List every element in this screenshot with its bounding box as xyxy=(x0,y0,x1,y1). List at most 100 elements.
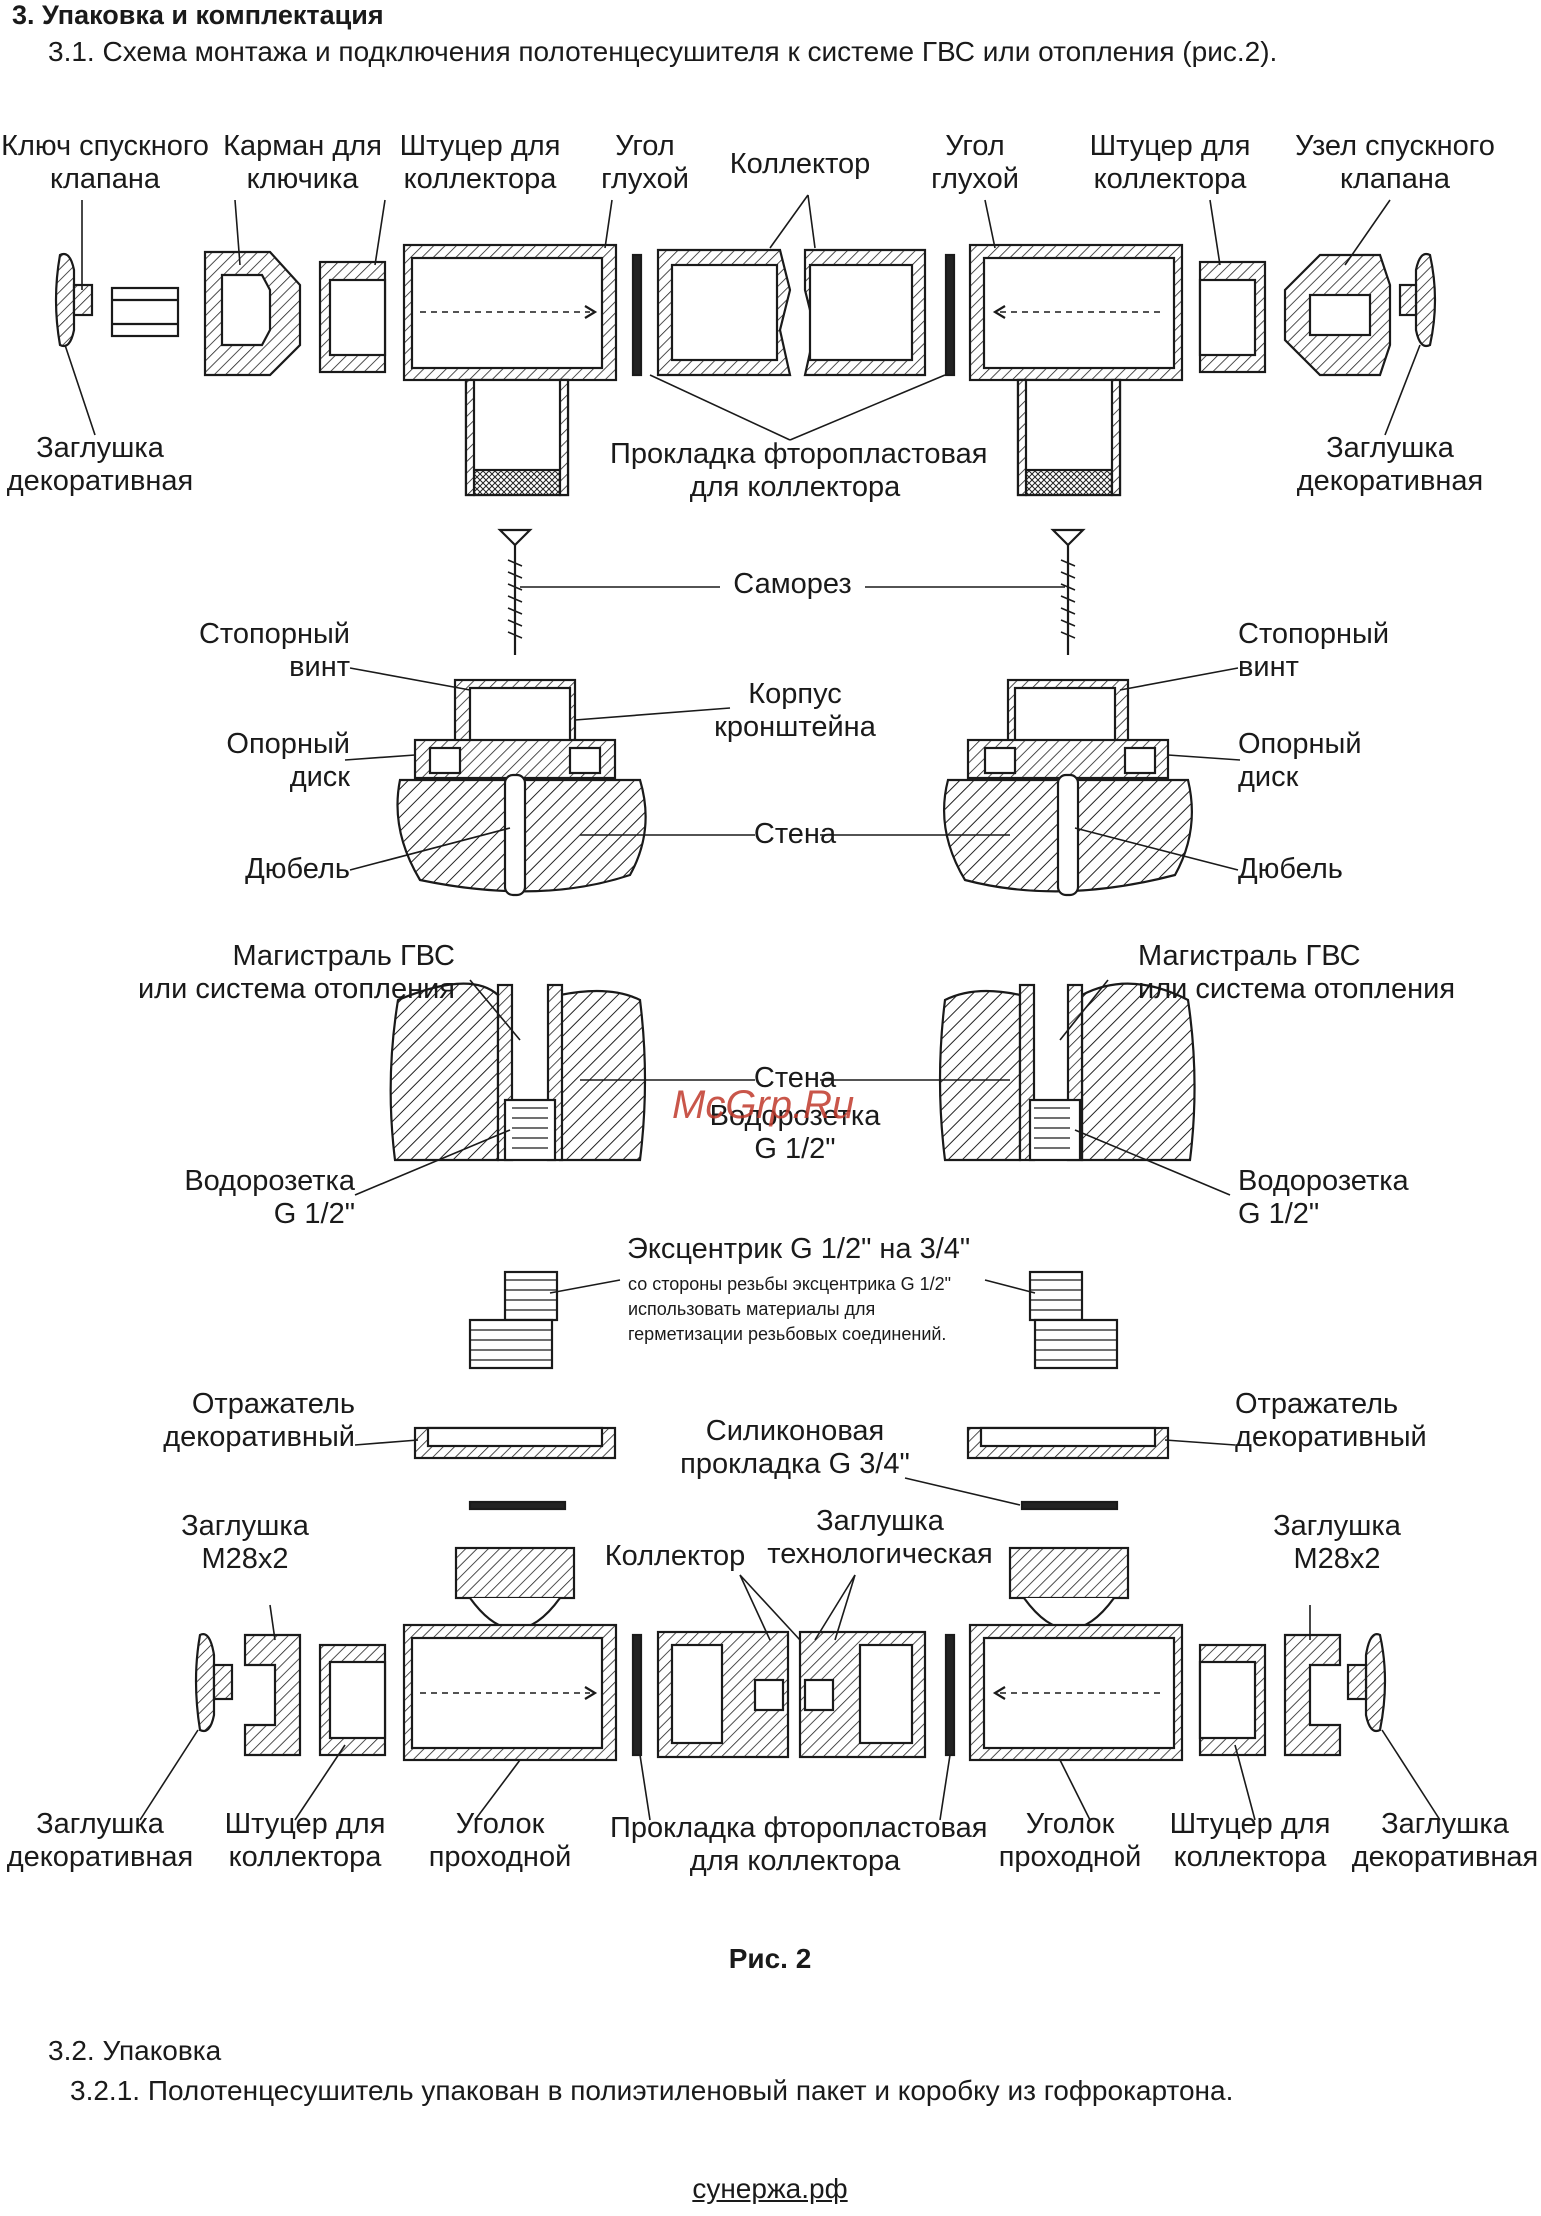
label-line: Прокладка фторопластовая xyxy=(610,438,988,470)
label-line: технологическая xyxy=(767,1538,993,1571)
bracket-left xyxy=(413,678,617,780)
bracket-right xyxy=(966,678,1170,780)
dowel-left xyxy=(503,773,527,897)
label-line: декоративная xyxy=(1296,465,1484,498)
bottom-pass-angle-right xyxy=(968,1546,1184,1762)
screw-right xyxy=(1050,528,1086,655)
label-line: Угол xyxy=(615,130,675,162)
top-decorative-plug-right xyxy=(1398,252,1437,348)
label-line: Уголок xyxy=(455,1808,545,1840)
label-line: Отражатель xyxy=(191,1388,355,1420)
label-line: Штуцер для xyxy=(1089,130,1251,162)
label-line: кронштейна xyxy=(714,711,876,744)
silicone-gasket-right xyxy=(1020,1500,1119,1511)
top-key-pocket xyxy=(203,250,302,377)
label-line: коллектора xyxy=(228,1841,382,1874)
label-line: винт xyxy=(1238,651,1299,684)
label-line: Заглушка xyxy=(1381,1808,1509,1840)
label-line: декоративная xyxy=(6,1841,194,1874)
label-dowel-right: Дюбель xyxy=(1238,853,1343,885)
label-line: клапана xyxy=(49,163,161,196)
wall-pipe-right xyxy=(938,989,1022,1162)
label-line: Угол xyxy=(945,130,1005,162)
label-eccentric-title: Эксцентрик G 1/2" на 3/4" xyxy=(627,1233,971,1265)
reflector-left xyxy=(413,1426,617,1460)
label-line: М28х2 xyxy=(201,1543,289,1576)
label-line: глухой xyxy=(931,163,1019,196)
label-line: для коллектора xyxy=(689,1845,901,1878)
label-line: Заглушка xyxy=(1273,1510,1401,1542)
bottom-plug-m28-left xyxy=(243,1633,302,1757)
bottom-collector xyxy=(656,1630,927,1759)
top-gasket-right xyxy=(944,253,956,377)
label-line: или система отопления xyxy=(1138,973,1456,1006)
label-line: коллектора xyxy=(403,163,557,196)
label-collector-top: Коллектор xyxy=(729,148,871,180)
label-line: для коллектора xyxy=(689,471,901,504)
label-line: Стопорный xyxy=(198,618,350,650)
eccentric-right xyxy=(1028,1270,1119,1370)
bottom-shtucer-left xyxy=(318,1643,387,1757)
label-line: декоративная xyxy=(6,465,194,498)
label-line: Уголок xyxy=(1025,1808,1115,1840)
label-line: Заглушка xyxy=(816,1505,944,1537)
label-line: Опорный xyxy=(1238,728,1362,760)
bottom-gasket-left xyxy=(631,1633,643,1757)
bottom-shtucer-right xyxy=(1198,1643,1267,1757)
top-blind-angle-left xyxy=(402,243,618,497)
leader-lines xyxy=(64,194,1441,1821)
label-line: диск xyxy=(289,761,350,794)
footer-site-link[interactable]: сунержа.рф xyxy=(692,2173,848,2204)
label-line: G 1/2" xyxy=(1238,1198,1320,1231)
label-line: герметизации резьбовых соединений. xyxy=(628,1324,947,1345)
pack-title: 3.2. Упаковка xyxy=(48,2035,222,2066)
label-line: Заглушка xyxy=(36,432,164,464)
label-line: Штуцер для xyxy=(1169,1808,1331,1840)
label-line: Штуцер для xyxy=(224,1808,386,1840)
label-line: клапана xyxy=(1339,163,1451,196)
label-line: или система отопления xyxy=(137,973,455,1006)
bottom-plug-m28-right xyxy=(1283,1633,1342,1757)
bottom-decorative-plug-right xyxy=(1346,1633,1387,1733)
top-shtucer-left xyxy=(318,260,387,374)
label-eccentric-note: со стороны резьбы эксцентрика G 1/2"испо… xyxy=(628,1272,951,1348)
pipe-left xyxy=(496,983,564,1162)
pipe-right xyxy=(1018,983,1084,1162)
label-line: декоративный xyxy=(1235,1421,1427,1454)
label-line: Корпус xyxy=(748,678,842,710)
label-line: Магистраль ГВС xyxy=(1138,940,1361,972)
label-collector-bottom: Коллектор xyxy=(604,1540,746,1572)
label-screw: Саморез xyxy=(733,568,852,600)
label-line: прокладка G 3/4" xyxy=(680,1448,910,1481)
label-line: диск xyxy=(1238,761,1299,794)
label-line: ключика xyxy=(246,163,359,196)
top-gasket-left xyxy=(631,253,643,377)
top-blind-angle-right xyxy=(968,243,1184,497)
label-line: Карман для xyxy=(223,130,382,162)
label-line: использовать материалы для xyxy=(628,1299,876,1320)
label-line: Опорный xyxy=(226,728,350,760)
top-shtucer-right xyxy=(1198,260,1267,374)
label-line: проходной xyxy=(998,1841,1142,1874)
label-line: Силиконовая xyxy=(705,1415,885,1447)
label-line: Водорозетка xyxy=(709,1100,881,1132)
watermark: McGrp.Ru xyxy=(672,1083,855,1127)
